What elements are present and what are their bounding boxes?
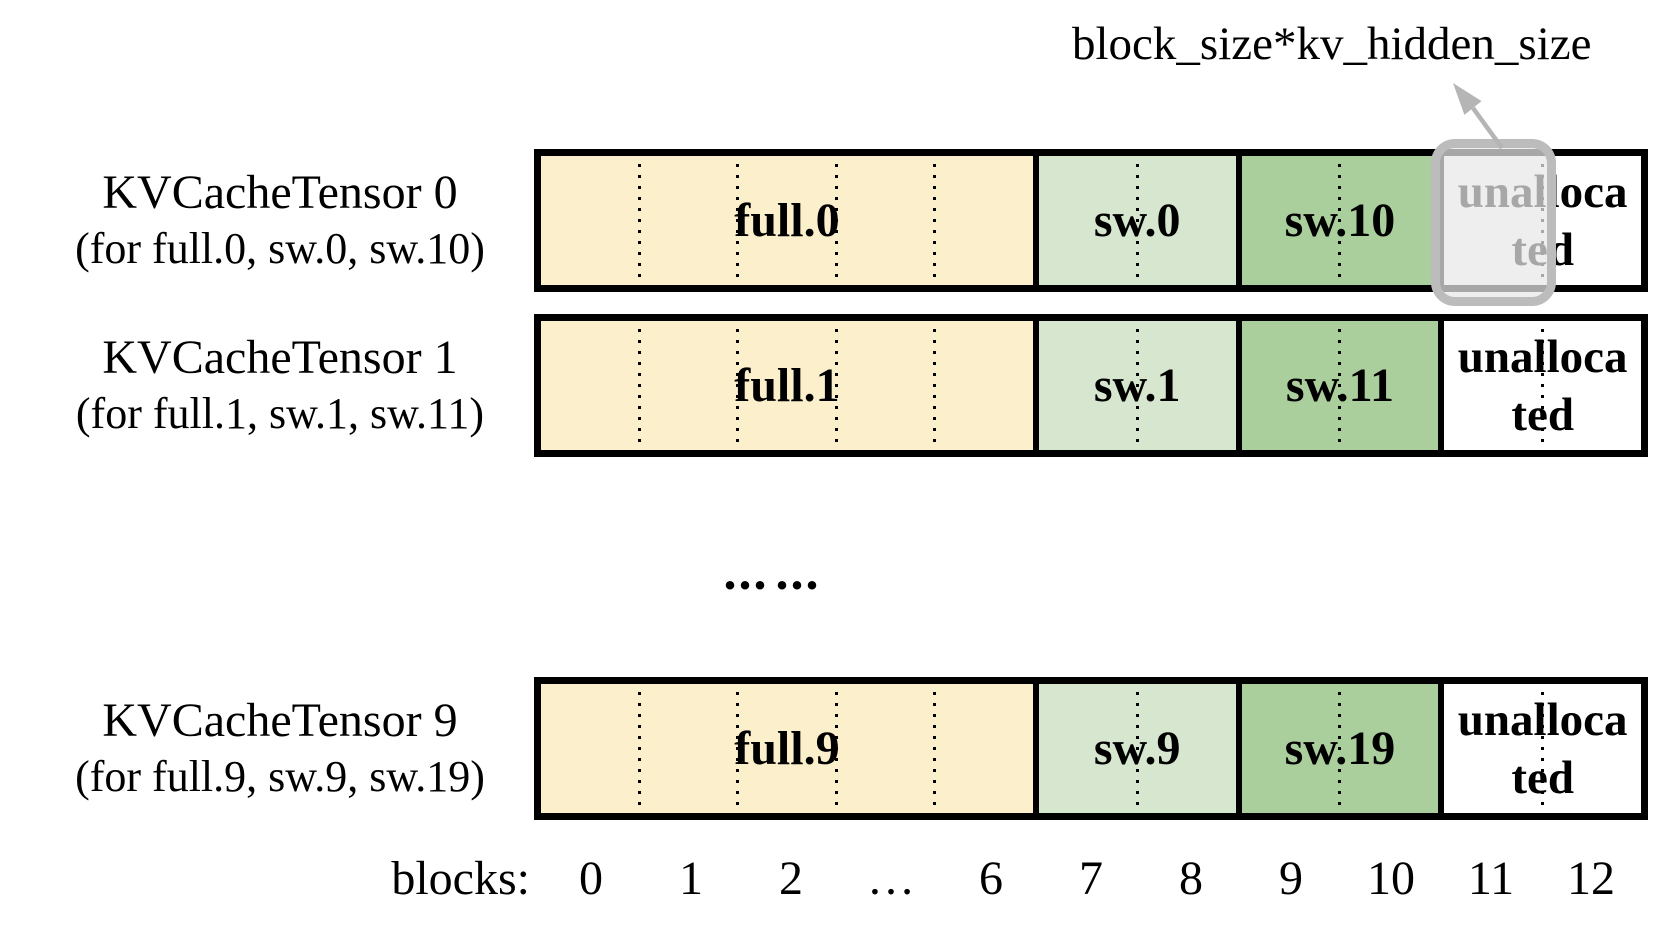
block-tick: 6 bbox=[979, 851, 1003, 905]
block-tick: 8 bbox=[1179, 851, 1203, 905]
block-cell bbox=[1541, 684, 1641, 813]
block-cell bbox=[1039, 321, 1137, 450]
tensor-subtitle: (for full.9, sw.9, sw.19) bbox=[75, 751, 485, 801]
tensor-row-label: KVCacheTensor 9 (for full.9, sw.9, sw.19… bbox=[50, 677, 510, 820]
block-cell bbox=[1135, 684, 1235, 813]
tensor-subtitle: (for full.0, sw.0, sw.10) bbox=[75, 223, 485, 273]
block-cell bbox=[637, 684, 737, 813]
block-cell bbox=[1135, 321, 1235, 450]
section-full-0: full.0 bbox=[541, 156, 1033, 285]
block-tick: … bbox=[867, 851, 915, 905]
block-cell bbox=[1444, 321, 1542, 450]
section-sw-11: sw.11 bbox=[1235, 321, 1439, 450]
block-tick: 12 bbox=[1567, 851, 1615, 905]
section-unallocated: unallocated bbox=[1438, 684, 1642, 813]
tensor-title: KVCacheTensor 9 bbox=[102, 693, 458, 747]
block-cell bbox=[1242, 156, 1340, 285]
block-cell bbox=[1135, 156, 1235, 285]
section-sw-9: sw.9 bbox=[1032, 684, 1236, 813]
more-tensors-ellipsis: …… bbox=[722, 546, 826, 600]
block-cell bbox=[834, 156, 934, 285]
section-sw-1: sw.1 bbox=[1032, 321, 1236, 450]
block-cell bbox=[736, 684, 836, 813]
block-cell bbox=[637, 321, 737, 450]
block-cell bbox=[1039, 156, 1137, 285]
block-size-annotation: block_size*kv_hidden_size bbox=[1072, 18, 1592, 70]
tensor-row-label: KVCacheTensor 0 (for full.0, sw.0, sw.10… bbox=[50, 149, 510, 292]
block-cell bbox=[1541, 321, 1641, 450]
block-cell bbox=[736, 156, 836, 285]
tensor-row-label: KVCacheTensor 1 (for full.1, sw.1, sw.11… bbox=[50, 314, 510, 457]
tensor-title: KVCacheTensor 1 bbox=[102, 330, 458, 384]
block-cell bbox=[736, 321, 836, 450]
block-tick: 7 bbox=[1079, 851, 1103, 905]
block-tick: 9 bbox=[1279, 851, 1303, 905]
section-unallocated: unallocated bbox=[1438, 321, 1642, 450]
block-cell bbox=[932, 321, 1032, 450]
tensor-row: KVCacheTensor 1 (for full.1, sw.1, sw.11… bbox=[0, 314, 1676, 457]
block-cell bbox=[932, 156, 1032, 285]
block-tick: 10 bbox=[1367, 851, 1415, 905]
tensor-row: KVCacheTensor 9 (for full.9, sw.9, sw.19… bbox=[0, 677, 1676, 820]
block-cell bbox=[1242, 684, 1340, 813]
tensor-title: KVCacheTensor 0 bbox=[102, 165, 458, 219]
arrow-head bbox=[1453, 83, 1482, 115]
section-full-1: full.1 bbox=[541, 321, 1033, 450]
section-full-9: full.9 bbox=[541, 684, 1033, 813]
block-cell bbox=[834, 321, 934, 450]
section-sw-0: sw.0 bbox=[1032, 156, 1236, 285]
block-cell bbox=[932, 684, 1032, 813]
block-tick: 1 bbox=[679, 851, 703, 905]
block-cell bbox=[541, 321, 639, 450]
block-cell bbox=[541, 156, 639, 285]
section-sw-19: sw.19 bbox=[1235, 684, 1439, 813]
block-tick: 2 bbox=[779, 851, 803, 905]
block-tick: 11 bbox=[1467, 851, 1515, 905]
block-tick: 0 bbox=[579, 851, 603, 905]
block-cell bbox=[1039, 684, 1137, 813]
blocks-axis-label: blocks: bbox=[391, 851, 530, 905]
block-cell bbox=[1338, 156, 1438, 285]
block-cell bbox=[1338, 684, 1438, 813]
section-sw-10: sw.10 bbox=[1235, 156, 1439, 285]
block-size-highlight bbox=[1431, 139, 1556, 306]
block-cell bbox=[1541, 156, 1641, 285]
tensor-subtitle: (for full.1, sw.1, sw.11) bbox=[75, 388, 485, 438]
block-cell bbox=[541, 684, 639, 813]
block-cell bbox=[1444, 684, 1542, 813]
tensor-row: KVCacheTensor 0 (for full.0, sw.0, sw.10… bbox=[0, 149, 1676, 292]
block-cell bbox=[1338, 321, 1438, 450]
block-cell bbox=[1242, 321, 1340, 450]
block-cell bbox=[834, 684, 934, 813]
block-cell bbox=[637, 156, 737, 285]
